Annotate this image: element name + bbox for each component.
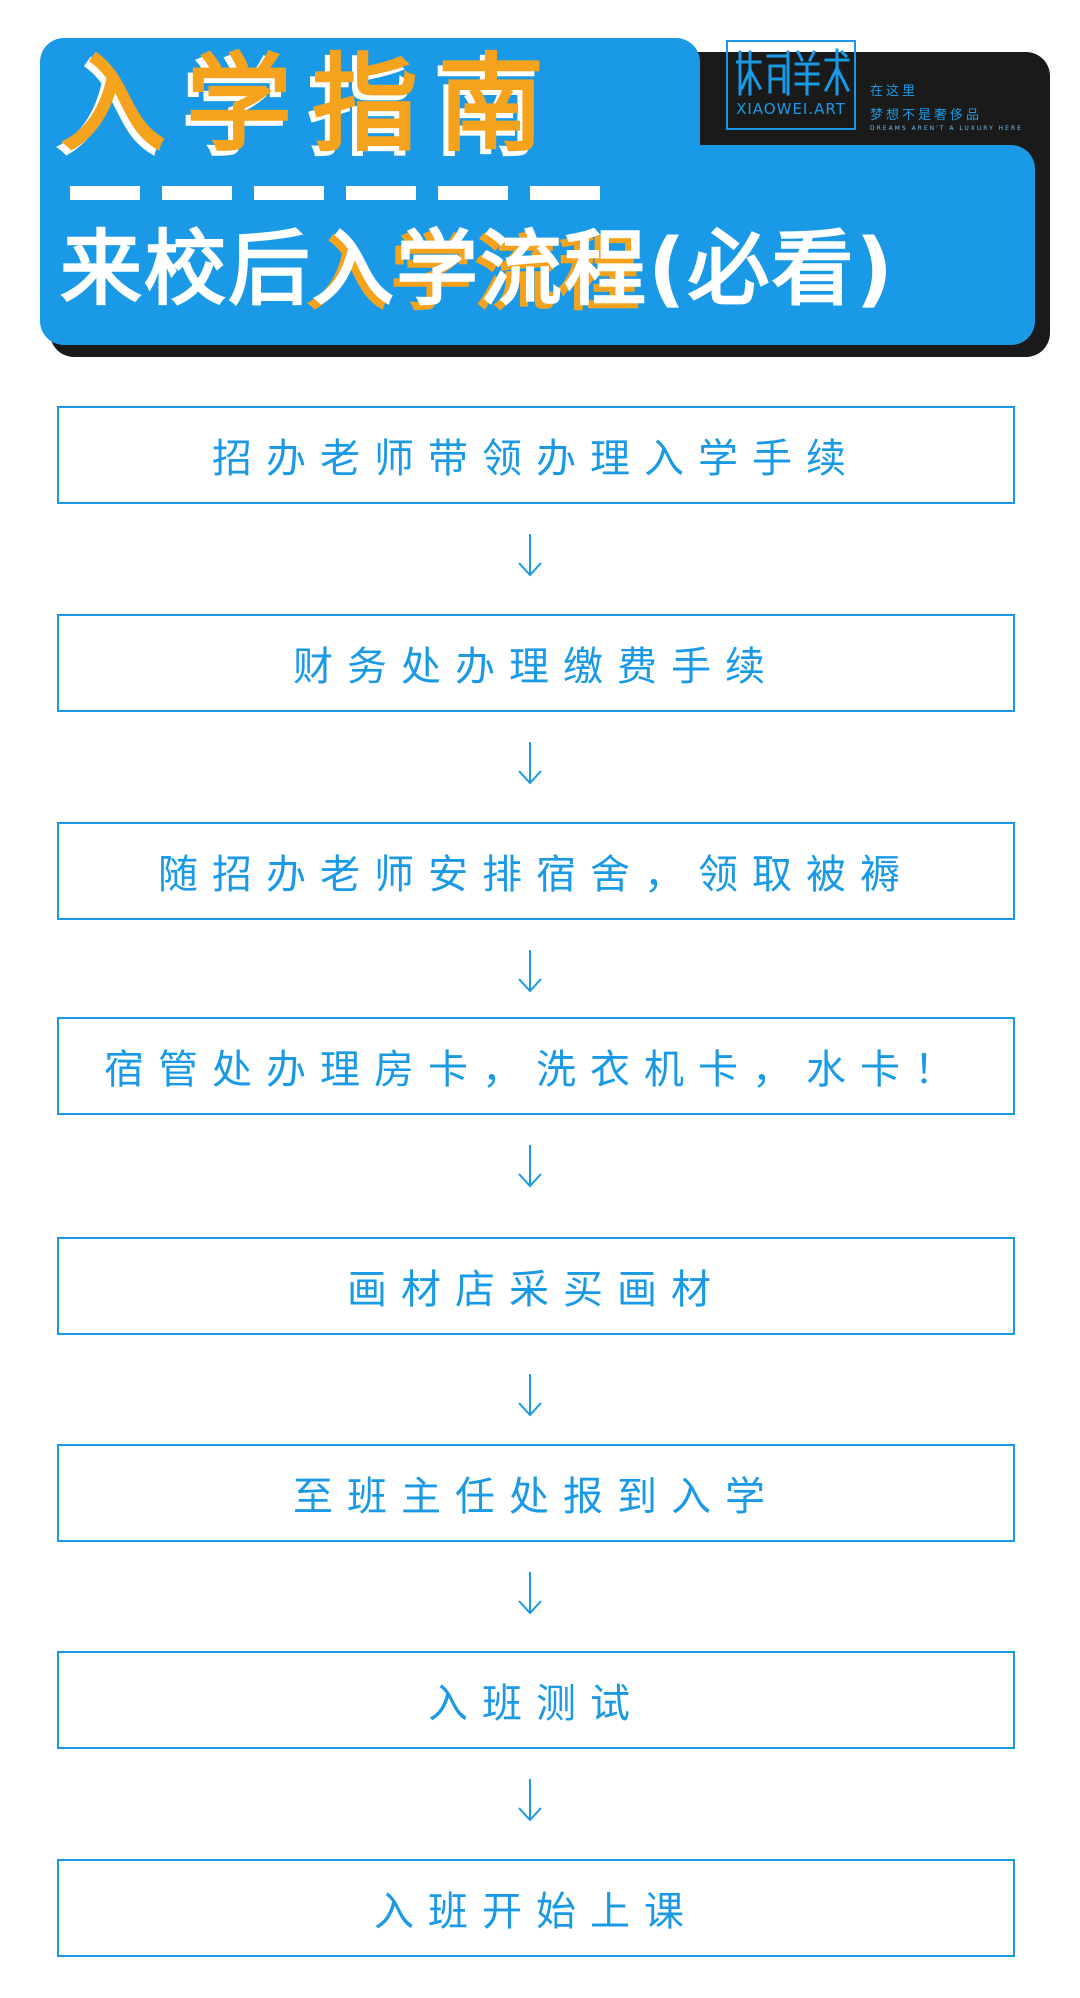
logo-slogan-line2: 梦想不是奢侈品 xyxy=(870,108,983,123)
arrow-down-icon xyxy=(518,1374,542,1417)
step-box-7: 入班测试 xyxy=(57,1651,1015,1749)
header-banner: 入学指南 来校后入学流程(必看) xyxy=(0,0,1080,370)
title-underline xyxy=(70,186,615,200)
step-box-2: 财务处办理缴费手续 xyxy=(57,614,1015,712)
step-box-1: 招办老师带领办理入学手续 xyxy=(57,406,1015,504)
subtitle-prefix: 来校后 xyxy=(60,222,313,317)
arrow-down-icon xyxy=(518,1779,542,1822)
step-box-3: 随招办老师安排宿舍，领取被褥 xyxy=(57,822,1015,920)
logo-english-name: XIAOWEI.ART xyxy=(736,100,846,118)
step-box-6: 至班主任处报到入学 xyxy=(57,1444,1015,1542)
step-box-4: 宿管处办理房卡，洗衣机卡，水卡！ xyxy=(57,1017,1015,1115)
arrow-down-icon xyxy=(518,1572,542,1615)
logo-slogan: 在这里 梦想不是奢侈品 xyxy=(870,80,982,128)
page-title: 入学指南 xyxy=(60,43,564,166)
subtitle-highlight: 入学流程 xyxy=(312,222,649,317)
logo-glyphs-icon xyxy=(736,48,850,96)
step-box-8: 入班开始上课 xyxy=(57,1859,1015,1957)
step-box-5: 画材店采买画材 xyxy=(57,1237,1015,1335)
logo-slogan-line1: 在这里 xyxy=(870,84,919,99)
banner-main-panel xyxy=(40,145,1035,345)
page-subtitle: 来校后入学流程(必看) xyxy=(60,215,895,325)
arrow-down-icon xyxy=(518,950,542,993)
arrow-down-icon xyxy=(518,534,542,577)
logo-tagline: DREAMS AREN'T A LUXURY HERE xyxy=(870,125,1023,132)
arrow-down-icon xyxy=(518,742,542,785)
subtitle-suffix: (必看) xyxy=(648,222,895,317)
brand-logo: XIAOWEI.ART xyxy=(726,40,856,130)
arrow-down-icon xyxy=(518,1145,542,1188)
